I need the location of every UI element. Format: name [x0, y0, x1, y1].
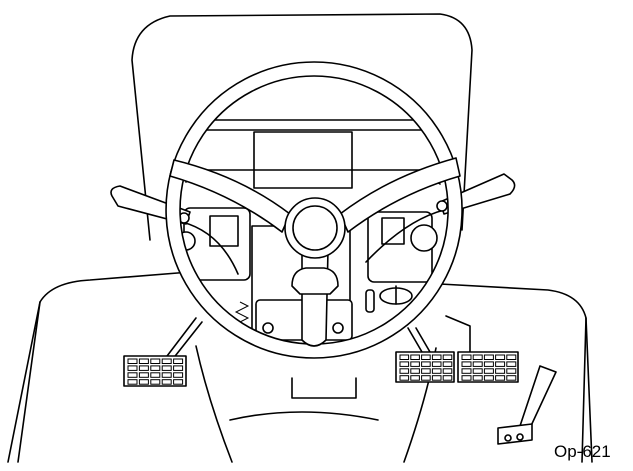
pedal-tread-cell [506, 354, 517, 360]
pedal-tread-cell [127, 372, 138, 378]
right-knob [410, 224, 438, 252]
pedal-tread-cell [421, 368, 431, 374]
pedal-tread-cell [495, 361, 506, 367]
right-brake-pedal-1 [395, 351, 455, 383]
pedal-tread-cell [410, 354, 420, 360]
pedal-tread-cell [472, 354, 483, 360]
right-gauge [381, 217, 405, 245]
pedal-tread-cell [472, 361, 483, 367]
pedal-tread-cell [399, 354, 410, 360]
pedal-tread-cell [150, 358, 161, 364]
pedal-tread-cell [127, 365, 138, 371]
pedal-tread-cell [461, 361, 472, 367]
left-gauge [209, 215, 239, 247]
pedal-tread-cell [506, 375, 517, 381]
pedal-tread-cell [506, 361, 517, 367]
pedal-tread-cell [138, 379, 149, 385]
pedal-tread-cell [138, 365, 149, 371]
pedal-tread-cell [483, 375, 494, 381]
left-pedal [123, 355, 187, 387]
pedal-tread-cell [399, 375, 410, 381]
throttle-knob [379, 285, 413, 305]
small-lever [365, 289, 375, 313]
pedal-tread-cell [150, 379, 161, 385]
pedal-tread-cell [483, 368, 494, 374]
seat-back [131, 13, 473, 241]
pedal-tread-cell [138, 358, 149, 364]
pedal-tread-cell [431, 375, 442, 381]
pedal-tread-cell [399, 361, 410, 367]
pedal-tread-cell [173, 372, 184, 378]
pedal-tread-cell [431, 354, 442, 360]
pedal-tread-cell [161, 358, 172, 364]
pedal-tread-cell [495, 375, 506, 381]
bolt [262, 322, 274, 334]
pedal-tread-cell [161, 372, 172, 378]
steering-hub [284, 197, 346, 259]
pedal-tread-cell [138, 372, 149, 378]
pedal-tread-cell [410, 375, 420, 381]
pedal-tread-cell [495, 368, 506, 374]
pedal-tread-cell [173, 379, 184, 385]
pedal-tread-cell [421, 375, 431, 381]
figure-id-label: Op-621 [554, 442, 611, 461]
pedal-tread-cell [161, 365, 172, 371]
pedal-tread-cell [421, 354, 431, 360]
steering-wheel [165, 61, 463, 359]
bolt [332, 322, 344, 334]
pedal-tread-cell [127, 379, 138, 385]
pedal-tread-cell [461, 354, 472, 360]
pedal-tread-cell [399, 368, 410, 374]
pedal-tread-cell [442, 375, 453, 381]
pedal-tread-cell [472, 375, 483, 381]
pedal-tread-cell [506, 368, 517, 374]
pedal-tread-cell [461, 368, 472, 374]
pedal-tread-cell [161, 379, 172, 385]
pedal-tread-cell [442, 361, 453, 367]
left-fender [7, 271, 191, 463]
pedal-tread-cell [442, 368, 453, 374]
pedal-tread-cell [410, 368, 420, 374]
pedal-linkages [163, 315, 471, 361]
pedal-tread-cell [495, 354, 506, 360]
pedal-tread-cell [173, 358, 184, 364]
accelerator-pedal [497, 365, 557, 445]
pedal-tread-cell [173, 365, 184, 371]
right-brake-pedal-2 [457, 351, 519, 383]
pedal-tread-cell [483, 354, 494, 360]
pedal-tread-cell [421, 361, 431, 367]
pedal-tread-cell [431, 368, 442, 374]
pedal-tread-cell [472, 368, 483, 374]
pedal-tread-cell [483, 361, 494, 367]
pedal-tread-cell [461, 375, 472, 381]
right-fender [439, 283, 593, 463]
display-screen [253, 131, 353, 189]
pedal-tread-cell [150, 372, 161, 378]
pedal-tread-cell [410, 361, 420, 367]
pedal-tread-cell [150, 365, 161, 371]
pedal-tread-cell [127, 358, 138, 364]
pedal-tread-cell [442, 354, 453, 360]
pedal-tread-cell [431, 361, 442, 367]
